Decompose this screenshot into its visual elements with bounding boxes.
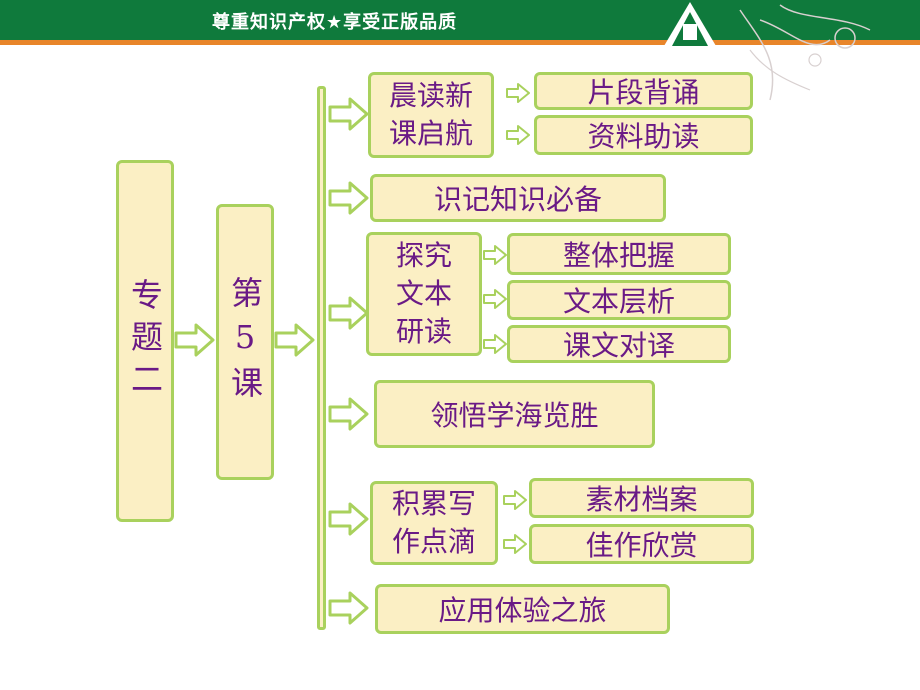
arrow-right-icon	[328, 397, 369, 431]
child-box: 素材档案	[529, 478, 754, 518]
arrow-right-icon	[328, 502, 369, 536]
small-arrow-right-icon	[503, 490, 527, 510]
child-box: 佳作欣赏	[529, 524, 754, 564]
section-box-knowledge: 识记知识必备	[370, 174, 666, 222]
a-logo-icon	[664, 2, 716, 46]
section-label-line: 研读	[395, 315, 452, 348]
section-label-line: 领悟学海览胜	[430, 399, 599, 432]
lesson-label: 第5课	[226, 276, 264, 408]
child-box: 课文对译	[507, 325, 731, 363]
child-box: 资料助读	[534, 115, 753, 155]
section-label-line: 文本	[395, 277, 452, 310]
header-bar	[0, 0, 920, 40]
section-box-writing: 积累写作点滴	[370, 481, 498, 565]
root-topic-label: 专题二	[126, 278, 164, 404]
section-box-text-study: 探究文本研读	[366, 232, 482, 356]
arrow-right-icon	[328, 296, 369, 330]
child-box: 文本层析	[507, 280, 731, 320]
small-arrow-right-icon	[503, 534, 527, 554]
child-label: 文本层析	[562, 285, 675, 318]
arrow-right-icon	[328, 97, 369, 131]
child-label: 课文对译	[562, 329, 675, 362]
section-box-morning-reading: 晨读新课启航	[368, 72, 494, 158]
lesson-box: 第5课	[216, 204, 274, 480]
small-arrow-right-icon	[483, 289, 507, 309]
header-slogan: 尊重知识产权★享受正版品质	[212, 12, 458, 33]
child-label: 资料助读	[587, 120, 700, 153]
child-label: 片段背诵	[587, 76, 700, 109]
section-box-application: 应用体验之旅	[375, 584, 670, 634]
section-label-line: 识记知识必备	[433, 183, 602, 216]
arrow-right-icon	[328, 591, 369, 625]
section-label-line: 课启航	[388, 117, 473, 150]
small-arrow-right-icon	[483, 245, 507, 265]
child-label: 佳作欣赏	[585, 529, 698, 562]
section-label-line: 探究	[395, 239, 452, 272]
root-topic-box: 专题二	[116, 160, 174, 522]
small-arrow-right-icon	[506, 83, 530, 103]
small-arrow-right-icon	[483, 334, 507, 354]
child-label: 整体把握	[562, 239, 675, 272]
floral-decoration-icon	[739, 4, 871, 101]
section-label-line: 晨读新	[388, 79, 473, 112]
arrow-right-icon	[274, 323, 315, 357]
arrow-right-icon	[328, 181, 369, 215]
section-label-line: 积累写	[391, 487, 476, 520]
child-box: 片段背诵	[534, 72, 753, 110]
section-label-line: 应用体验之旅	[438, 594, 607, 627]
child-label: 素材档案	[585, 483, 698, 516]
section-box-insight: 领悟学海览胜	[374, 380, 655, 448]
small-arrow-right-icon	[506, 125, 530, 145]
vertical-bracket-bar	[317, 86, 326, 630]
section-label-line: 作点滴	[391, 525, 476, 558]
header-accent-strip	[0, 40, 920, 45]
child-box: 整体把握	[507, 233, 731, 275]
arrow-right-icon	[174, 323, 215, 357]
